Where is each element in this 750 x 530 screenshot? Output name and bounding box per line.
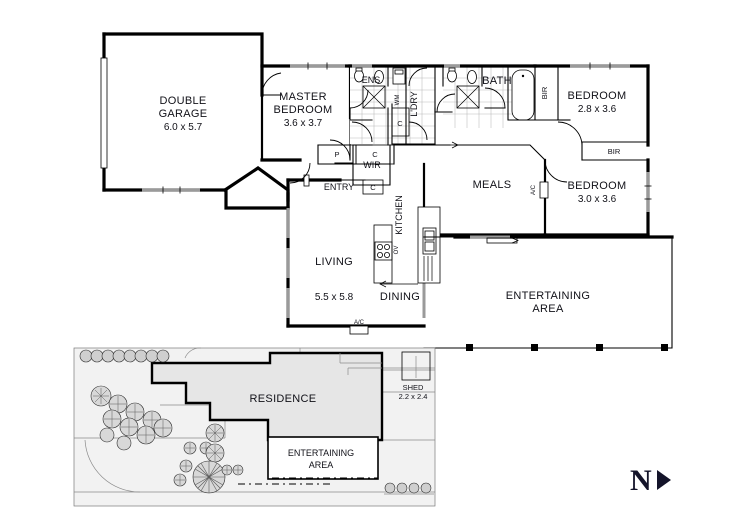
room-label-double-garage-line2: GARAGE bbox=[159, 108, 208, 120]
room-double-garage[interactable]: DOUBLE GARAGE 6.0 x 5.7 bbox=[100, 32, 264, 194]
post-3 bbox=[596, 344, 603, 351]
garden-shrubs-side bbox=[205, 423, 225, 463]
feature-tree bbox=[192, 460, 226, 494]
room-dim-living: 5.5 x 5.8 bbox=[315, 292, 354, 303]
driveway-curve bbox=[84, 439, 141, 493]
kitchen-bench-right bbox=[417, 206, 441, 284]
label-bir-top: BIR bbox=[540, 86, 549, 99]
site-shed[interactable] bbox=[401, 351, 431, 381]
site-label-residence: RESIDENCE bbox=[250, 393, 317, 405]
sink-icon bbox=[422, 227, 437, 255]
room-bedroom-2[interactable]: BEDROOM 2.8 x 3.6 bbox=[533, 62, 650, 147]
room-label-meals: MEALS bbox=[473, 179, 512, 191]
appliance-washing-machine: WM bbox=[392, 67, 406, 106]
room-label-ens: ENS bbox=[362, 75, 381, 85]
bathtub-icon bbox=[511, 69, 535, 121]
shower-bath-icon bbox=[456, 85, 480, 109]
door-arc-laundry-top bbox=[408, 67, 428, 87]
site-plan-group: RESIDENCE ENTERTAINING AREA SHED 2.2 x 2… bbox=[73, 347, 436, 507]
garage-roller-door bbox=[100, 57, 108, 169]
door-arc-bath-left bbox=[436, 93, 456, 113]
door-arc-master-exit bbox=[329, 139, 351, 161]
door-arc-laundry-bottom bbox=[408, 121, 428, 141]
room-bedroom-3[interactable]: A/C BEDROOM 3.0 x 3.6 bbox=[531, 158, 652, 237]
room-bath[interactable]: BATH bbox=[434, 64, 536, 145]
built-in-robe-top: BIR bbox=[534, 65, 559, 121]
room-master-bedroom[interactable]: MASTER BEDROOM 3.6 x 3.7 bbox=[260, 62, 352, 162]
room-dim-bedroom-2: 2.8 x 3.6 bbox=[578, 104, 617, 115]
room-dim-master-bedroom: 3.6 x 3.7 bbox=[284, 118, 323, 129]
room-label-entertaining-line2: AREA bbox=[532, 303, 564, 315]
built-in-robe-mid: BIR bbox=[581, 141, 649, 161]
site-entertaining-area[interactable] bbox=[267, 436, 379, 480]
room-living-dining[interactable]: A/C LIVING 5.5 x 5.8 DINING bbox=[286, 192, 426, 335]
label-ac-living: A/C bbox=[354, 320, 365, 326]
cupboard-hall: C bbox=[391, 107, 410, 137]
label-bir-mid: BIR bbox=[608, 147, 621, 156]
pantry-and-cupboard: P C bbox=[317, 144, 395, 165]
door-arc-bath-right bbox=[484, 87, 506, 109]
room-label-bedroom-2: BEDROOM bbox=[568, 90, 627, 102]
compass-arrow-icon bbox=[657, 470, 671, 490]
door-arc-ens bbox=[349, 89, 369, 109]
site-label-shed: SHED bbox=[403, 383, 424, 392]
shower-ens-icon bbox=[362, 85, 386, 109]
compass-north: N bbox=[630, 464, 671, 497]
cooktop-icon bbox=[374, 241, 393, 261]
site-label-entertaining-line1: ENTERTAINING bbox=[288, 448, 354, 458]
site-residence-footprint[interactable] bbox=[150, 351, 384, 442]
cupboard-entry-icon bbox=[362, 179, 384, 195]
garden-trees-left bbox=[90, 385, 173, 451]
room-label-laundry: L'DRY bbox=[409, 91, 419, 117]
room-entertaining-area[interactable]: ENTERTAINING AREA bbox=[423, 235, 674, 351]
room-label-master-bedroom-line1: MASTER bbox=[279, 91, 327, 103]
door-arc-bedroom2 bbox=[557, 121, 583, 147]
air-conditioner-living-icon bbox=[349, 325, 369, 335]
room-label-master-bedroom-line2: BEDROOM bbox=[274, 104, 333, 116]
room-label-dining: DINING bbox=[380, 291, 420, 303]
shrubs-beside-entertaining bbox=[221, 464, 244, 476]
door-arc-wir bbox=[351, 121, 373, 143]
hedge-top-left bbox=[79, 349, 170, 363]
toilet-bath-icon bbox=[447, 69, 457, 83]
room-label-kitchen: KITCHEN bbox=[394, 195, 404, 235]
air-conditioner-bedroom-icon bbox=[539, 181, 549, 199]
door-arc-garage-to-master bbox=[261, 72, 282, 96]
post-2 bbox=[531, 344, 538, 351]
room-label-entertaining-line1: ENTERTAINING bbox=[506, 290, 590, 302]
door-arc-entry bbox=[289, 162, 311, 184]
site-label-entertaining-line2: AREA bbox=[309, 460, 334, 470]
room-label-wir: WIR bbox=[363, 160, 381, 170]
room-dim-bedroom-3: 3.0 x 3.6 bbox=[578, 194, 617, 205]
room-label-double-garage-line1: DOUBLE bbox=[159, 95, 206, 107]
door-arc-bedroom3 bbox=[544, 159, 568, 183]
cupboard-icon bbox=[391, 107, 410, 137]
room-wir[interactable]: WIR bbox=[334, 144, 391, 186]
label-pantry: P bbox=[334, 150, 339, 159]
label-cupboard-b: C bbox=[372, 150, 378, 159]
room-kitchen[interactable]: OV KITCHEN bbox=[373, 195, 441, 288]
label-cupboard-entry: C bbox=[370, 183, 376, 192]
room-label-entry: ENTRY bbox=[324, 182, 354, 192]
label-wm: WM bbox=[395, 95, 401, 106]
label-oven: OV bbox=[394, 246, 400, 255]
label-ac-bedroom: A/C bbox=[531, 184, 537, 195]
compass-letter-n: N bbox=[630, 464, 652, 497]
room-dim-double-garage: 6.0 x 5.7 bbox=[164, 122, 203, 133]
basin-ens-icon bbox=[374, 70, 384, 84]
room-label-living: LIVING bbox=[315, 256, 353, 268]
floor-plan-group: DOUBLE GARAGE 6.0 x 5.7 MASTER BEDROOM 3… bbox=[100, 32, 674, 351]
basin-bath-icon bbox=[467, 70, 477, 84]
room-label-bath: BATH bbox=[482, 75, 512, 87]
label-cupboard-a: C bbox=[397, 119, 403, 128]
hedge-rear bbox=[384, 482, 434, 495]
post-4 bbox=[661, 344, 668, 351]
room-meals[interactable]: MEALS bbox=[393, 141, 547, 237]
washing-machine-icon bbox=[392, 67, 406, 85]
site-label-shed-dim: 2.2 x 2.4 bbox=[399, 392, 428, 401]
room-label-bedroom-3: BEDROOM bbox=[568, 180, 627, 192]
post-1 bbox=[466, 344, 473, 351]
